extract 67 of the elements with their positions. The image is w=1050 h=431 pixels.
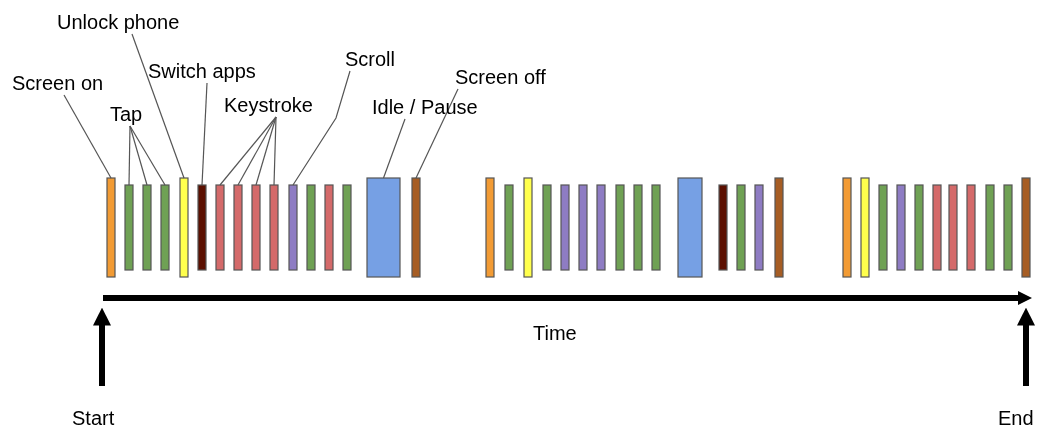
leader-line [219,116,277,186]
event-bar [411,177,421,278]
event-bar [966,184,976,271]
event-bar [233,184,243,271]
event-bar [1021,177,1031,278]
event-bar [485,177,495,278]
event-bar [896,184,906,271]
event-bar [842,177,852,278]
event-label: Unlock phone [57,10,180,34]
event-bar [677,177,703,278]
event-bar [523,177,533,278]
axis-label: Time [533,321,577,345]
event-bar [124,184,134,271]
event-bar [306,184,316,271]
event-label: Switch apps [148,59,256,83]
leader-line [237,116,277,186]
event-bar [774,177,784,278]
event-bar [615,184,625,271]
event-label: Tap [110,102,143,126]
event-label: Start [72,406,115,430]
event-bar [251,184,261,271]
leader-line [128,125,131,186]
event-bar [560,184,570,271]
event-bar [179,177,189,278]
arrow [1017,307,1035,386]
event-label: Screen on [12,71,104,95]
event-label: Idle / Pause [372,95,478,119]
event-bar [342,184,352,271]
event-label: End [998,406,1034,430]
event-bar [860,177,870,278]
leader-line [201,82,208,186]
event-bar [651,184,661,271]
event-bar [736,184,746,271]
event-bar [878,184,888,271]
event-bar [948,184,958,271]
event-bar [504,184,514,271]
leader-line [415,88,459,179]
leader-line [129,125,166,186]
event-bar [932,184,942,271]
event-bar [142,184,152,271]
event-bar [288,184,298,271]
event-bar [160,184,170,271]
event-bar [197,184,207,271]
event-label: Scroll [345,47,395,71]
leader-line [131,33,185,179]
event-bar [542,184,552,271]
event-label: Keystroke [224,93,313,117]
event-bar [324,184,334,271]
event-bar [578,184,588,271]
event-bar [596,184,606,271]
event-bar [106,177,116,278]
leader-line [129,125,148,186]
event-label: Screen off [455,65,546,89]
leader-line [292,70,351,186]
event-bar [269,184,279,271]
leader-line [273,116,277,186]
event-bar [754,184,764,271]
event-bar [914,184,924,271]
event-bar [633,184,643,271]
event-bar [985,184,995,271]
event-bar [1003,184,1013,271]
arrow [93,307,111,386]
event-bar [718,184,728,271]
event-bar [215,184,225,271]
leader-line [63,94,112,179]
leader-line [382,118,406,179]
event-bar [366,177,401,278]
